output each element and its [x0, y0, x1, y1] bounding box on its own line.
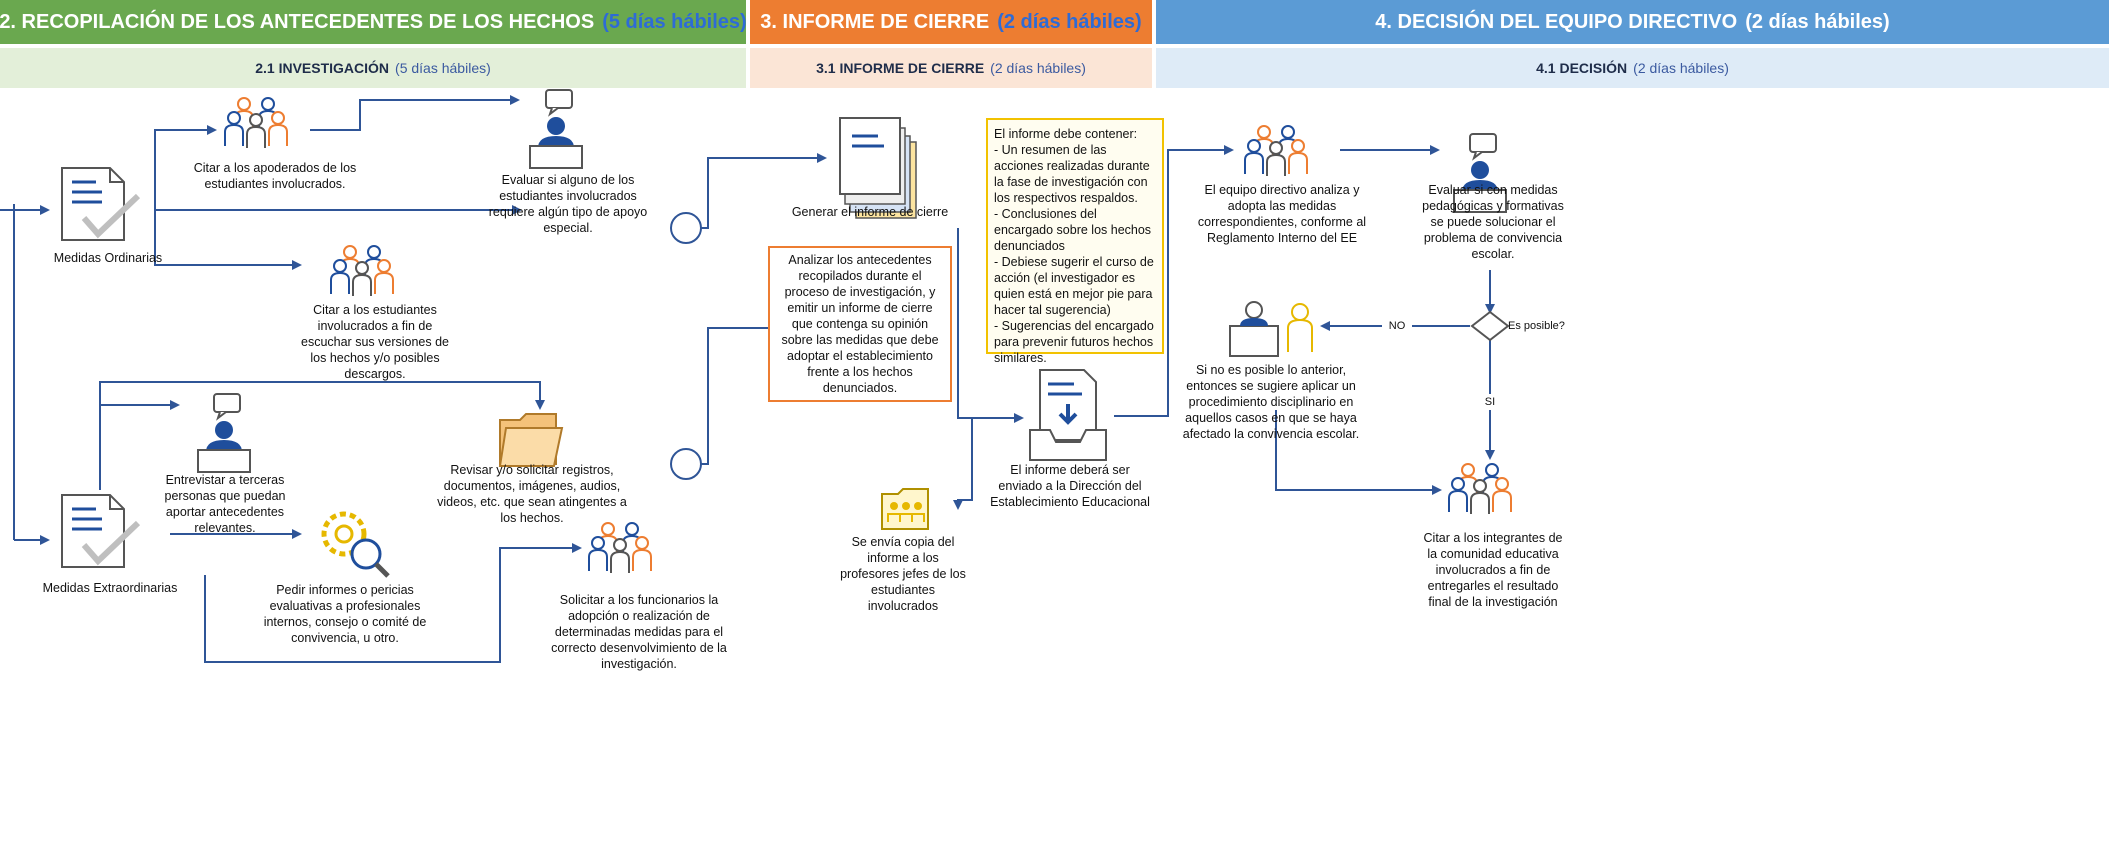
generar-informe-label: Generar el informe de cierre [791, 205, 949, 219]
stage-3-sub-title: 3.1 INFORME DE CIERRE [816, 60, 985, 76]
copia-profesores-label: Se envía copia del informe a los profeso… [840, 535, 966, 613]
decision-diamond [1470, 310, 1510, 342]
enviar-direccion-label: El informe deberá ser enviado a la Direc… [990, 463, 1150, 509]
stage-3-header: 3. INFORME DE CIERRE (2 días hábiles) [750, 0, 1152, 44]
equipo-directivo-group-icon [1244, 125, 1308, 177]
funcionarios-group-icon [588, 522, 652, 574]
stage-4-sub-days: (2 días hábiles) [1633, 60, 1729, 76]
note-heading: El informe debe contener: [994, 127, 1138, 141]
estudiantes-group-icon [330, 245, 394, 297]
note-item: - Sugerencias del encargado para preveni… [994, 319, 1154, 365]
procedimiento-label: Si no es posible lo anterior, entonces s… [1182, 363, 1360, 441]
gear-magnifier-icon [321, 511, 390, 578]
informe-note: El informe debe contener: - Un resumen d… [986, 118, 1164, 365]
revisar-registros-label: Revisar y/o solicitar registros, documen… [437, 463, 627, 525]
stage-2-days: (5 días hábiles) [602, 10, 747, 33]
evaluar-apoyo-label: Evaluar si alguno de los estudiantes inv… [488, 173, 648, 235]
stage-2-subheader: 2.1 INVESTIGACIÓN (5 días hábiles) [0, 48, 746, 88]
equipo-analiza-label: El equipo directivo analiza y adopta las… [1197, 183, 1367, 245]
no-label: NO [1382, 318, 1412, 334]
entrevistar-label: Entrevistar a terceras personas que pued… [164, 473, 286, 535]
evaluar-medidas-label: Evaluar si con medidas pedagógicas y for… [1422, 183, 1564, 261]
medidas-extraordinarias-label: Medidas Extraordinarias [42, 581, 178, 595]
note-item: - Debiese sugerir el curso de acción (el… [994, 255, 1154, 317]
analizar-box: Analizar los antecedentes recopilados du… [768, 246, 952, 402]
si-label: SI [1480, 394, 1500, 410]
teachers-folder-icon [881, 488, 929, 530]
note-item: - Un resumen de las acciones realizadas … [994, 143, 1150, 205]
stage-2-title: 2. RECOPILACIÓN DE LOS ANTECEDENTES DE L… [0, 10, 595, 33]
stage-4-header: 4. DECISIÓN DEL EQUIPO DIRECTIVO (2 días… [1156, 0, 2109, 44]
stage-3-title: 3. INFORME DE CIERRE [760, 10, 990, 33]
medidas-ordinarias-doc-icon [62, 168, 138, 240]
stage-3-subheader: 3.1 INFORME DE CIERRE (2 días hábiles) [750, 48, 1152, 88]
stage-2-sub-days: (5 días hábiles) [395, 60, 491, 76]
apoderados-group-icon [224, 97, 288, 149]
citar-apoderados-label: Citar a los apoderados de los estudiante… [193, 161, 357, 191]
note-item: - Conclusiones del encargado sobre los h… [994, 207, 1152, 253]
medidas-ordinarias-label: Medidas Ordinarias [53, 251, 163, 265]
integrantes-group-icon [1448, 463, 1512, 515]
entrevistar-person-icon [197, 393, 251, 473]
stage-2-header: 2. RECOPILACIÓN DE LOS ANTECEDENTES DE L… [0, 0, 747, 44]
solicitar-funcionarios-label: Solicitar a los funcionarios la adopción… [551, 593, 727, 671]
folder-icon [498, 413, 564, 467]
stage-4-sub-title: 4.1 DECISIÓN [1536, 60, 1628, 76]
inbox-document-icon [1029, 369, 1107, 461]
citar-estudiantes-label: Citar a los estudiantes involucrados a f… [301, 303, 449, 381]
stage-4-days: (2 días hábiles) [1745, 10, 1890, 33]
stage-4-subheader: 4.1 DECISIÓN (2 días hábiles) [1156, 48, 2109, 88]
evaluar-apoyo-person-icon [529, 89, 583, 169]
pedir-informes-label: Pedir informes o pericias evaluativas a … [263, 583, 427, 645]
citar-integrantes-label: Citar a los integrantes de la comunidad … [1423, 531, 1563, 609]
stage-3-sub-days: (2 días hábiles) [990, 60, 1086, 76]
report-stack-icon [839, 117, 917, 219]
medidas-extraordinarias-doc-icon [62, 495, 138, 567]
reception-desk-icon [1229, 301, 1313, 357]
stage-2-sub-title: 2.1 INVESTIGACIÓN [255, 60, 390, 76]
stage-3-days: (2 días hábiles) [997, 10, 1142, 33]
stage-4-title: 4. DECISIÓN DEL EQUIPO DIRECTIVO [1375, 10, 1738, 33]
es-posible-label: Es posible? [1508, 320, 1565, 332]
